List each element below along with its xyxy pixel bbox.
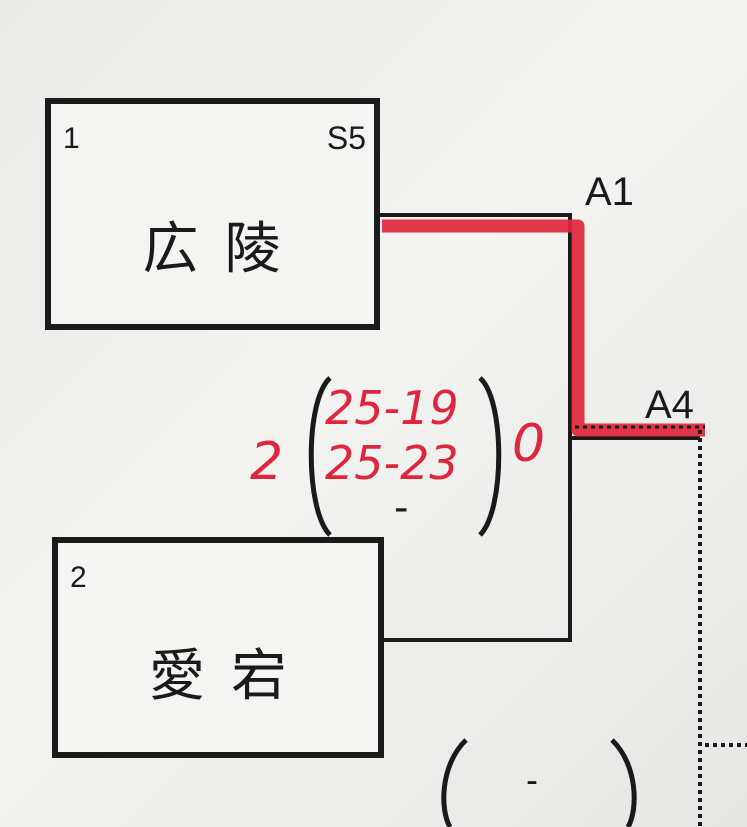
team-seed-tag: S5 — [326, 120, 366, 156]
next-match-score: - — [526, 759, 538, 800]
lower-paren-left — [441, 738, 468, 827]
set-score-3: - — [394, 485, 409, 531]
team-seed-number: 2 — [70, 561, 87, 594]
connector-bottom-team — [384, 438, 572, 642]
score-paren-right — [478, 376, 502, 537]
games-won-left: 2 — [250, 432, 284, 492]
team-box-1: 1 S5 広陵 — [45, 98, 380, 330]
team-box-2: 2 愛宕 — [52, 537, 384, 758]
score-paren-left — [308, 376, 332, 537]
slot-label-a4: A4 — [645, 383, 694, 427]
winner-highlight-line — [382, 219, 705, 437]
set-score-1: 25-19 — [325, 381, 459, 435]
team-name: 愛宕 — [149, 644, 313, 709]
slot-label-a1: A1 — [585, 170, 634, 214]
games-won-right: 0 — [512, 414, 546, 474]
connector-top-team — [380, 213, 572, 438]
lower-paren-right — [610, 738, 637, 827]
team-seed-number: 1 — [63, 122, 80, 155]
set-score-2: 25-23 — [325, 436, 459, 490]
team-name: 広陵 — [142, 217, 307, 282]
